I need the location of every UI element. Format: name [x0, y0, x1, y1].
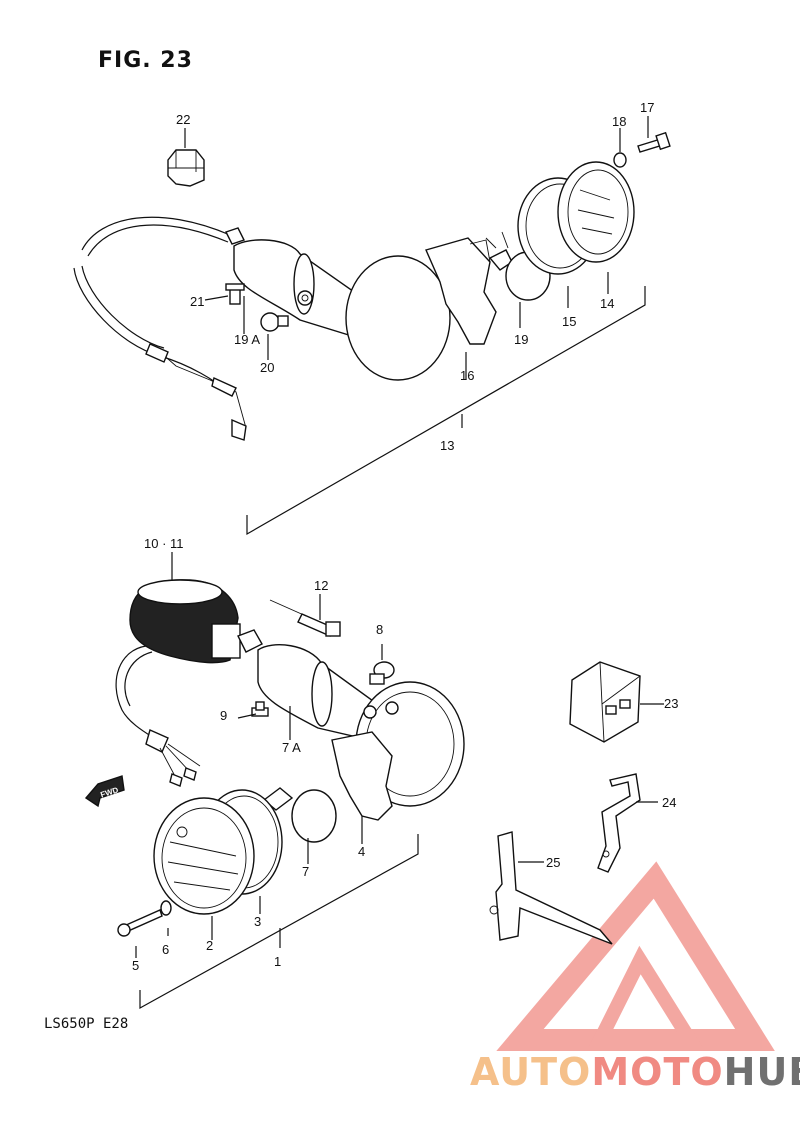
callout-12: 12 [314, 578, 328, 593]
figure-title: FIG. 23 [98, 48, 193, 73]
part-14-lens [557, 161, 635, 263]
part-2-lens [153, 797, 255, 915]
part-6-washer [160, 900, 172, 916]
part-22-clamp [167, 149, 205, 187]
model-code: LS650P E28 [44, 1016, 129, 1032]
part-8-screw [369, 661, 395, 685]
callout-22: 22 [176, 112, 190, 127]
watermark-auto: AUTO [470, 1050, 592, 1094]
bottom-wire-harness [115, 645, 201, 787]
top-wire-harness [73, 216, 247, 441]
part-19a-turn-signal-stem [225, 227, 361, 337]
callout-23: 23 [664, 696, 678, 711]
bracket-1 [139, 834, 419, 1010]
part-25-bracket [489, 831, 613, 945]
part-18-washer [613, 152, 627, 168]
watermark-text: AUTOMOTOHUB [470, 1050, 800, 1094]
callout-20: 20 [260, 360, 274, 375]
watermark-moto: MOTO [591, 1050, 724, 1094]
callout-7: 7 [302, 864, 309, 879]
callout-19: 19 [514, 332, 528, 347]
part-23-relay [569, 661, 641, 743]
callout-4: 4 [358, 844, 365, 859]
callout-9: 9 [220, 708, 227, 723]
part-16-housing-shell [345, 237, 497, 381]
watermark-hub: HUB [723, 1050, 800, 1094]
callout-8: 8 [376, 622, 383, 637]
part-4-socket [331, 731, 393, 821]
callout-10-11: 10 · 11 [144, 536, 184, 551]
part-17-screw [637, 131, 671, 153]
forward-direction-arrow-icon: FWD [84, 775, 125, 808]
callout-15: 15 [562, 314, 576, 329]
callout-labels: 22 17 18 21 19 A 20 16 19 15 14 13 10 · … [132, 100, 678, 973]
callout-25: 25 [546, 855, 560, 870]
part-21-screw [225, 283, 245, 305]
callout-2: 2 [206, 938, 213, 953]
callout-18: 18 [612, 114, 626, 129]
part-7a-turn-signal-stem [237, 629, 381, 741]
callout-6: 6 [162, 942, 169, 957]
part-24-bracket [597, 773, 641, 873]
part-20-screw [260, 312, 289, 332]
part-9-screw [251, 701, 269, 717]
leader-lines-bottom [135, 552, 664, 958]
callout-1: 1 [274, 954, 281, 969]
callout-5: 5 [132, 958, 139, 973]
part-7-bulb [262, 787, 337, 843]
callout-24: 24 [662, 795, 676, 810]
callout-21: 21 [190, 294, 204, 309]
callout-16: 16 [460, 368, 474, 383]
part-12-screw [269, 599, 341, 637]
callout-7a: 7 A [282, 740, 301, 755]
callout-19a: 19 A [234, 332, 260, 347]
leader-lines-top [184, 116, 649, 428]
part-5-screw [117, 909, 163, 937]
watermark-logo [496, 861, 775, 1051]
callout-14: 14 [600, 296, 614, 311]
callout-17: 17 [640, 100, 654, 115]
part-10-11-mount-clamp [129, 579, 241, 664]
bracket-13 [246, 286, 646, 536]
callout-13: 13 [440, 438, 454, 453]
callout-3: 3 [254, 914, 261, 929]
